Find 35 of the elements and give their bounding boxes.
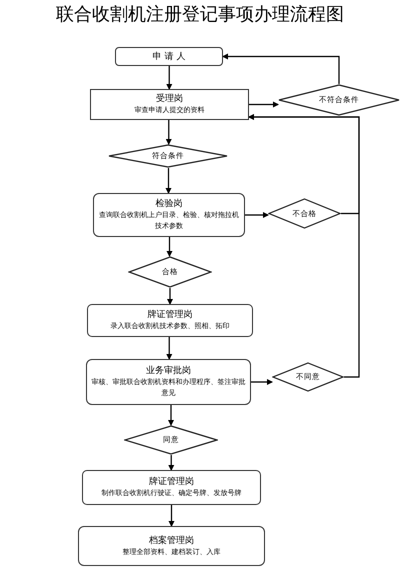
process-box bbox=[90, 89, 249, 120]
decision-diamond bbox=[128, 256, 212, 288]
arrow bbox=[166, 237, 172, 257]
box-title: 牌证管理岗 bbox=[148, 309, 192, 321]
box-title: 牌证管理岗 bbox=[149, 476, 194, 488]
box-title: 申 请 人 bbox=[152, 50, 186, 62]
process-box bbox=[93, 193, 245, 237]
process-box bbox=[115, 47, 223, 66]
box-title: 检验岗 bbox=[156, 198, 182, 210]
arrow bbox=[167, 288, 173, 305]
arrow bbox=[251, 379, 273, 385]
arrow bbox=[166, 337, 172, 360]
box-title: 档案管理岗 bbox=[149, 534, 194, 546]
process-box bbox=[82, 470, 261, 505]
arrow bbox=[222, 54, 340, 84]
decision-diamond bbox=[278, 84, 400, 116]
arrow bbox=[168, 505, 174, 527]
arrow bbox=[166, 168, 172, 194]
decision-diamond bbox=[124, 425, 218, 455]
arrow bbox=[166, 120, 172, 145]
process-box bbox=[87, 304, 253, 337]
arrow bbox=[166, 66, 172, 90]
process-box bbox=[86, 359, 251, 405]
arrow bbox=[245, 212, 269, 218]
box-title: 受理岗 bbox=[156, 93, 183, 105]
arrow bbox=[168, 405, 174, 426]
arrow bbox=[168, 455, 174, 471]
arrow bbox=[249, 102, 279, 108]
arrow bbox=[248, 114, 360, 378]
decision-diamond bbox=[108, 144, 228, 168]
process-box bbox=[78, 526, 265, 566]
title: 联合收割机注册登记事项办理流程图 bbox=[56, 3, 344, 26]
box-title: 业务审批岗 bbox=[146, 365, 191, 377]
decision-diamond bbox=[272, 362, 344, 392]
decision-diamond bbox=[268, 198, 341, 229]
